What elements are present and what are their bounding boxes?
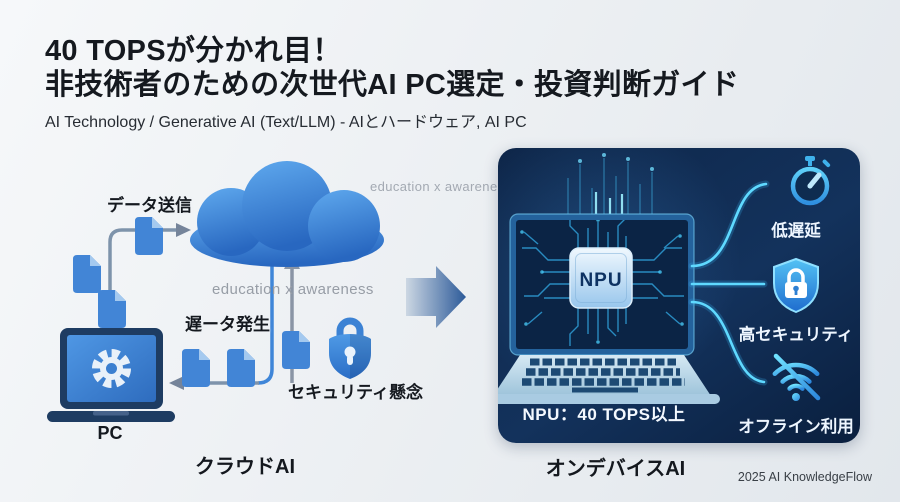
- document-icon: [282, 331, 310, 369]
- latency-label: 遅ータ発生: [185, 315, 270, 334]
- right-arrow-icon: [406, 266, 466, 328]
- document-icon: [135, 217, 163, 255]
- offline-use-label: オフライン利用: [738, 418, 854, 436]
- pc-label: PC: [97, 423, 123, 443]
- gear-icon: [92, 349, 131, 388]
- upload-path: [108, 223, 191, 328]
- left-arrowhead-icon: [169, 376, 184, 390]
- laptop-keyboard: [498, 355, 720, 404]
- low-latency-label: 低遅延: [771, 222, 821, 240]
- right-arrowhead-icon: [176, 223, 191, 237]
- cloud-ai-caption: クラウドAI: [195, 456, 295, 478]
- circuit-traces-screen: [522, 220, 684, 346]
- document-icon: [182, 349, 210, 387]
- npu-laptop-illustration: NPU: [498, 153, 770, 404]
- cloud-icon: [190, 161, 384, 267]
- circuit-traces-top: [567, 158, 653, 214]
- stopwatch-icon: [753, 156, 831, 206]
- npu-spec-label: NPU：40 TOPS以上: [522, 405, 686, 424]
- credit-text: 2025 AI KnowledgeFlow: [737, 470, 872, 484]
- trace-dots: [578, 153, 654, 171]
- high-security-label: 高セキュリティ: [738, 326, 854, 344]
- document-icon: [98, 290, 126, 328]
- speed-lines: [753, 168, 787, 192]
- benefit-offline-use: オフライン利用: [734, 348, 858, 437]
- laptop-pc-icon: [47, 328, 175, 422]
- on-device-panel: NPU: [498, 148, 860, 443]
- document-icon: [73, 255, 101, 293]
- title-line-2: 非技術者のための次世代AI PC選定・投資判断ガイド: [45, 69, 740, 101]
- lock-icon: [329, 317, 371, 379]
- npu-chip: NPU: [569, 247, 633, 309]
- cloud-ai-illustration: [47, 161, 384, 422]
- circuit-dots: [520, 220, 684, 344]
- on-device-ai-caption: オンデバイスAI: [545, 458, 686, 480]
- wifi-off-icon: [772, 353, 821, 401]
- data-send-label: データ送信: [107, 196, 192, 215]
- watermark-text: education x awareness: [370, 179, 512, 194]
- npu-chip-label: NPU: [579, 270, 622, 291]
- benefit-high-security: 高セキュリティ: [734, 256, 858, 345]
- shield-lock-icon: [773, 257, 819, 314]
- title-line-1: 40 TOPSが分かれ目！: [45, 35, 342, 67]
- subtitle: AI Technology / Generative AI (Text/LLM)…: [45, 114, 527, 131]
- glow-streaks: [594, 192, 624, 214]
- benefit-low-latency: 低遅延: [734, 154, 858, 241]
- security-concern-label: セキュリティ懸念: [288, 383, 423, 402]
- watermark-text: education x awareness: [212, 281, 374, 298]
- document-icon: [227, 349, 255, 387]
